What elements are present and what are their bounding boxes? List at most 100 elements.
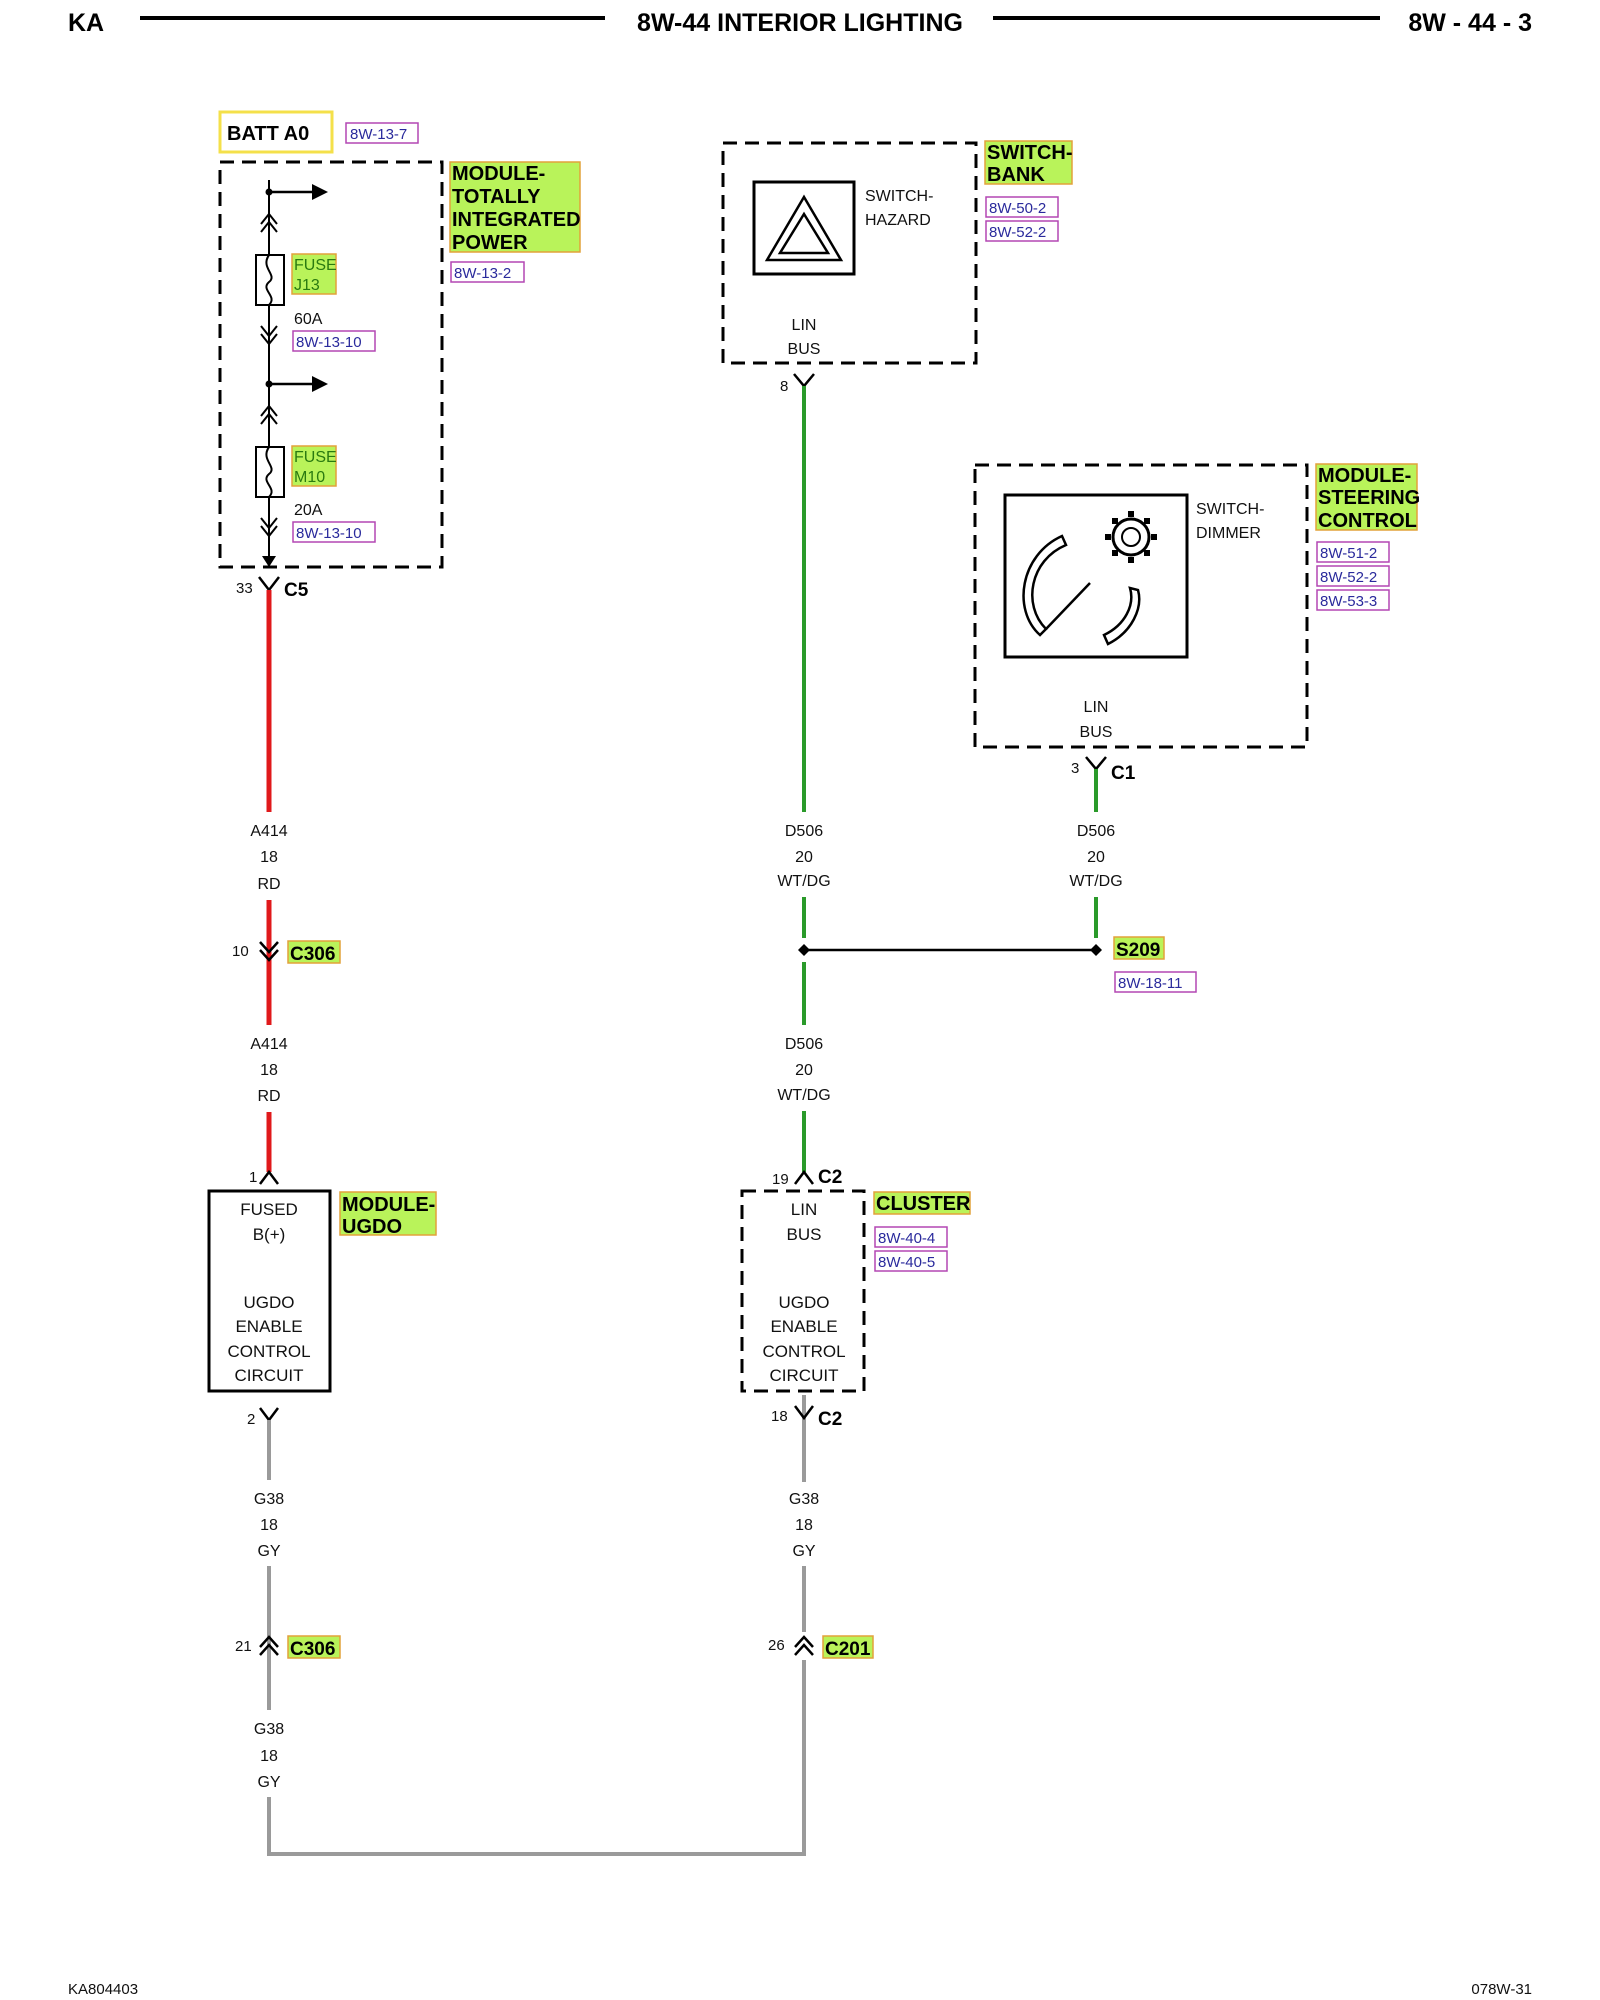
switch-bank-module: SWITCH- HAZARD LIN BUS SWITCH- BANK 8W-5… <box>721 140 1073 395</box>
ugdo-title-1: MODULE- <box>342 1194 435 1216</box>
fuse-j13-id: J13 <box>294 277 320 294</box>
tipm-arrow-mid <box>312 376 328 392</box>
steering-title-highlight <box>1315 463 1418 531</box>
cluster-title: CLUSTER <box>876 1193 971 1215</box>
c306-top-highlight <box>287 940 341 964</box>
header-title: 8W-44 INTERIOR LIGHTING <box>637 9 963 37</box>
switch-bank-title-2: BANK <box>987 164 1045 186</box>
c5-label: C5 <box>284 580 309 601</box>
wire-d506: D506 20 WT/DG D506 20 WT/DG D506 20 WT/D… <box>777 386 1123 1172</box>
steering-title-1: MODULE- <box>1318 465 1411 487</box>
tipm-chevron-3 <box>260 404 278 425</box>
tipm-ref: 8W-13-2 <box>454 265 511 282</box>
wire-g38-left-lower-code: G38 <box>254 1721 284 1738</box>
cluster-text-bottom-2: ENABLE <box>770 1317 837 1336</box>
steering-module: SWITCH- DIMMER LIN BUS MODULE- STEERING … <box>973 463 1420 784</box>
connector-c201: 26 C201 <box>768 1635 874 1660</box>
ugdo-title-2: UGDO <box>342 1216 402 1238</box>
ugdo-pin-top-symbol <box>259 1169 279 1185</box>
ugdo-outline <box>207 1189 332 1393</box>
wire-g38-right-color: GY <box>792 1543 815 1560</box>
steering-bus-2: BUS <box>1080 724 1113 741</box>
wire-g38-right-code: G38 <box>789 1491 819 1508</box>
ugdo-text-top-1: FUSED <box>240 1200 298 1219</box>
cluster-text-top-2: BUS <box>787 1225 822 1244</box>
wire-g38-right-gauge: 18 <box>795 1517 813 1534</box>
c306-top-pin: 10 <box>232 943 249 960</box>
ugdo-pin-top: 1 <box>249 1169 257 1186</box>
wire-g38-left-lower-gauge: 18 <box>260 1748 278 1765</box>
ugdo-text-bottom-1: UGDO <box>244 1293 295 1312</box>
c306-bottom-label: C306 <box>290 1639 335 1660</box>
wire-d506-left-upper-color: WT/DG <box>777 873 830 890</box>
cluster-ref2-box <box>874 1250 948 1272</box>
tipm-module: MODULE- TOTALLY INTEGRATED POWER 8W-13-2… <box>218 160 581 569</box>
cluster-pin-bottom-symbol <box>794 1405 814 1421</box>
c306-bottom-highlight <box>287 1635 341 1659</box>
tipm-chevron-1 <box>260 212 278 233</box>
fuse-j13-ref-box <box>292 330 376 352</box>
tipm-title-1: MODULE- <box>452 163 545 185</box>
wire-a414-lower-code: A414 <box>250 1036 287 1053</box>
tipm-exit-arrow <box>262 556 276 567</box>
wire-g38-left-upper-color: GY <box>257 1543 280 1560</box>
wire-d506-left-lower-color: WT/DG <box>777 1087 830 1104</box>
fuse-j13-highlight <box>291 253 337 295</box>
wire-g38-bottom-loop <box>267 1395 806 1856</box>
cluster-title-highlight <box>873 1191 971 1215</box>
page-header: KA 8W-44 INTERIOR LIGHTING 8W - 44 - 3 <box>68 9 1532 37</box>
wire-g38-left-upper-code: G38 <box>254 1491 284 1508</box>
ugdo-pin-bottom-symbol <box>259 1407 279 1423</box>
wire-a414-upper-gauge: 18 <box>260 849 278 866</box>
fuse-j13-ref: 8W-13-10 <box>296 334 362 351</box>
ugdo-text-bottom-2: ENABLE <box>235 1317 302 1336</box>
cluster-pin-top-symbol <box>794 1169 814 1185</box>
dimmer-label-2: DIMMER <box>1196 525 1261 542</box>
tipm-chevron-2 <box>260 325 278 346</box>
c306-bottom-pin: 21 <box>235 1638 252 1655</box>
wire-g38-left-upper-gauge: 18 <box>260 1517 278 1534</box>
cluster-text-bottom-3: CONTROL <box>762 1342 845 1361</box>
cluster-text-top-1: LIN <box>791 1200 817 1219</box>
tipm-arrow-top <box>312 184 328 200</box>
ugdo-text-top-2: B(+) <box>253 1225 286 1244</box>
steering-outline <box>973 463 1309 749</box>
s209-highlight <box>1113 936 1165 960</box>
cluster-module: 19 C2 LIN BUS UGDO ENABLE CONTROL CIRCUI… <box>740 1167 971 1430</box>
ugdo-pin-bottom: 2 <box>247 1411 255 1428</box>
dimmer-sun-icon <box>1111 517 1151 557</box>
ugdo-text-bottom-4: CIRCUIT <box>235 1366 304 1385</box>
switch-bank-outline <box>721 141 978 365</box>
switch-bank-pin: 8 <box>780 378 788 395</box>
steering-title-2: STEERING <box>1318 487 1420 509</box>
steering-ref-2: 8W-52-2 <box>1320 569 1377 586</box>
dimmer-needle-icon <box>1045 582 1091 630</box>
wire-d506-left-lower-code: D506 <box>785 1036 823 1053</box>
steering-ref2-box <box>1316 565 1390 587</box>
wire-a414-lower-gauge: 18 <box>260 1062 278 1079</box>
fuse-j13-rating: 60A <box>294 311 323 328</box>
ugdo-title-highlight <box>339 1191 437 1236</box>
splice-node-left <box>798 944 810 956</box>
steering-ref1-box <box>1316 541 1390 563</box>
cluster-ref-2: 8W-40-5 <box>878 1254 935 1271</box>
header-left: KA <box>68 9 104 37</box>
header-right: 8W - 44 - 3 <box>1408 9 1532 37</box>
c306-top-label: C306 <box>290 944 335 965</box>
steering-pin-symbol <box>1085 756 1107 771</box>
tipm-chevron-4 <box>260 517 278 538</box>
wire-d506-left-lower-gauge: 20 <box>795 1062 813 1079</box>
batt-ref: 8W-13-7 <box>350 126 407 143</box>
tipm-title-3: INTEGRATED <box>452 209 581 231</box>
batt-label: BATT A0 <box>227 123 309 145</box>
fuse-m10-ref: 8W-13-10 <box>296 525 362 542</box>
wire-d506-right-color: WT/DG <box>1069 873 1122 890</box>
wire-a414-upper-color: RD <box>257 876 280 893</box>
dimmer-rays-icon <box>1105 511 1157 563</box>
footer-left: KA804403 <box>68 1981 138 1998</box>
switch-bank-title-highlight <box>984 140 1073 185</box>
fuse-j13-name: FUSE <box>294 257 337 274</box>
s209-ref-box <box>1114 971 1197 993</box>
switch-bank-ref-1: 8W-50-2 <box>989 200 1046 217</box>
fuse-m10-highlight <box>291 445 337 487</box>
